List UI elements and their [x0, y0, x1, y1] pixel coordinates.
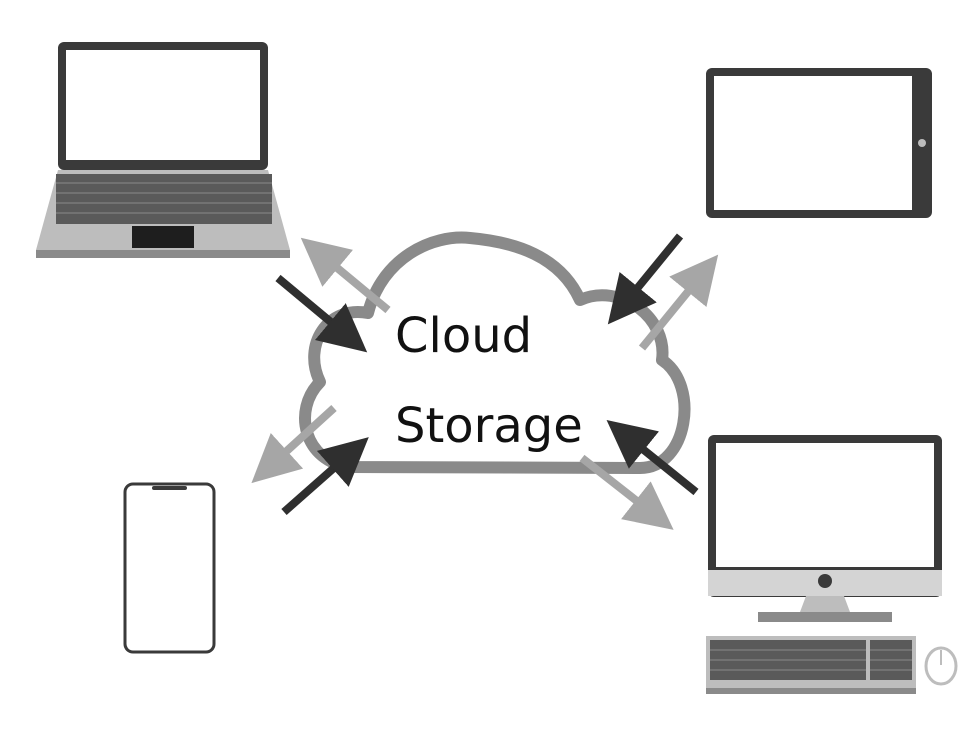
desktop-computer-icon	[706, 435, 958, 694]
cloud-title-line-2: Storage	[395, 398, 583, 454]
phone-download-arrow	[251, 405, 337, 484]
desktop-upload-arrow	[606, 419, 699, 496]
arrows	[251, 233, 719, 530]
desktop-download-arrow	[579, 454, 674, 530]
phone-upload-arrow	[281, 437, 369, 515]
laptop-download-arrow	[275, 274, 368, 353]
tablet-icon	[706, 68, 932, 218]
cloud-title-line-1: Cloud	[395, 308, 532, 364]
tablet-upload-arrow	[638, 254, 719, 351]
laptop-icon	[36, 42, 290, 258]
smartphone-icon	[123, 482, 216, 654]
laptop-upload-arrow	[300, 237, 391, 314]
cloud-shape: Cloud Storage	[299, 231, 691, 474]
tablet-download-arrow	[607, 233, 684, 325]
